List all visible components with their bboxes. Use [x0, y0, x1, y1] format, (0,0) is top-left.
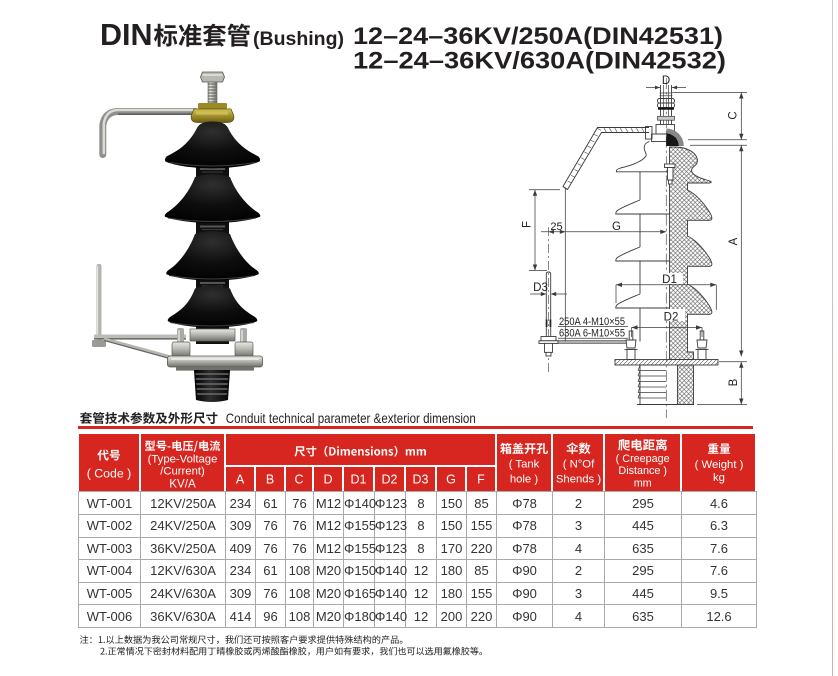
svg-text:(Bushing): (Bushing) — [253, 28, 344, 50]
svg-text:250A 4-M10×55: 250A 4-M10×55 — [559, 316, 625, 328]
svg-text:12–24–36KV/250A(DIN42531): 12–24–36KV/250A(DIN42531) — [353, 23, 723, 50]
svg-text:A: A — [728, 237, 740, 245]
svg-text:12–24–36KV/630A(DIN42532): 12–24–36KV/630A(DIN42532) — [353, 48, 726, 75]
svg-text:B: B — [728, 378, 740, 386]
svg-text:C: C — [728, 111, 740, 119]
svg-text:D3: D3 — [533, 282, 548, 294]
svg-text:Conduit technical parameter &e: Conduit technical parameter &exterior di… — [226, 410, 476, 426]
svg-text:DIN: DIN — [100, 18, 153, 52]
svg-text:D2: D2 — [664, 312, 679, 324]
svg-text:G: G — [612, 221, 621, 233]
svg-text:D1: D1 — [662, 274, 677, 286]
svg-text:F: F — [522, 221, 534, 228]
svg-text:630A 6-M10×55: 630A 6-M10×55 — [559, 327, 625, 339]
svg-text:25: 25 — [550, 221, 562, 233]
svg-text:D: D — [662, 75, 670, 87]
